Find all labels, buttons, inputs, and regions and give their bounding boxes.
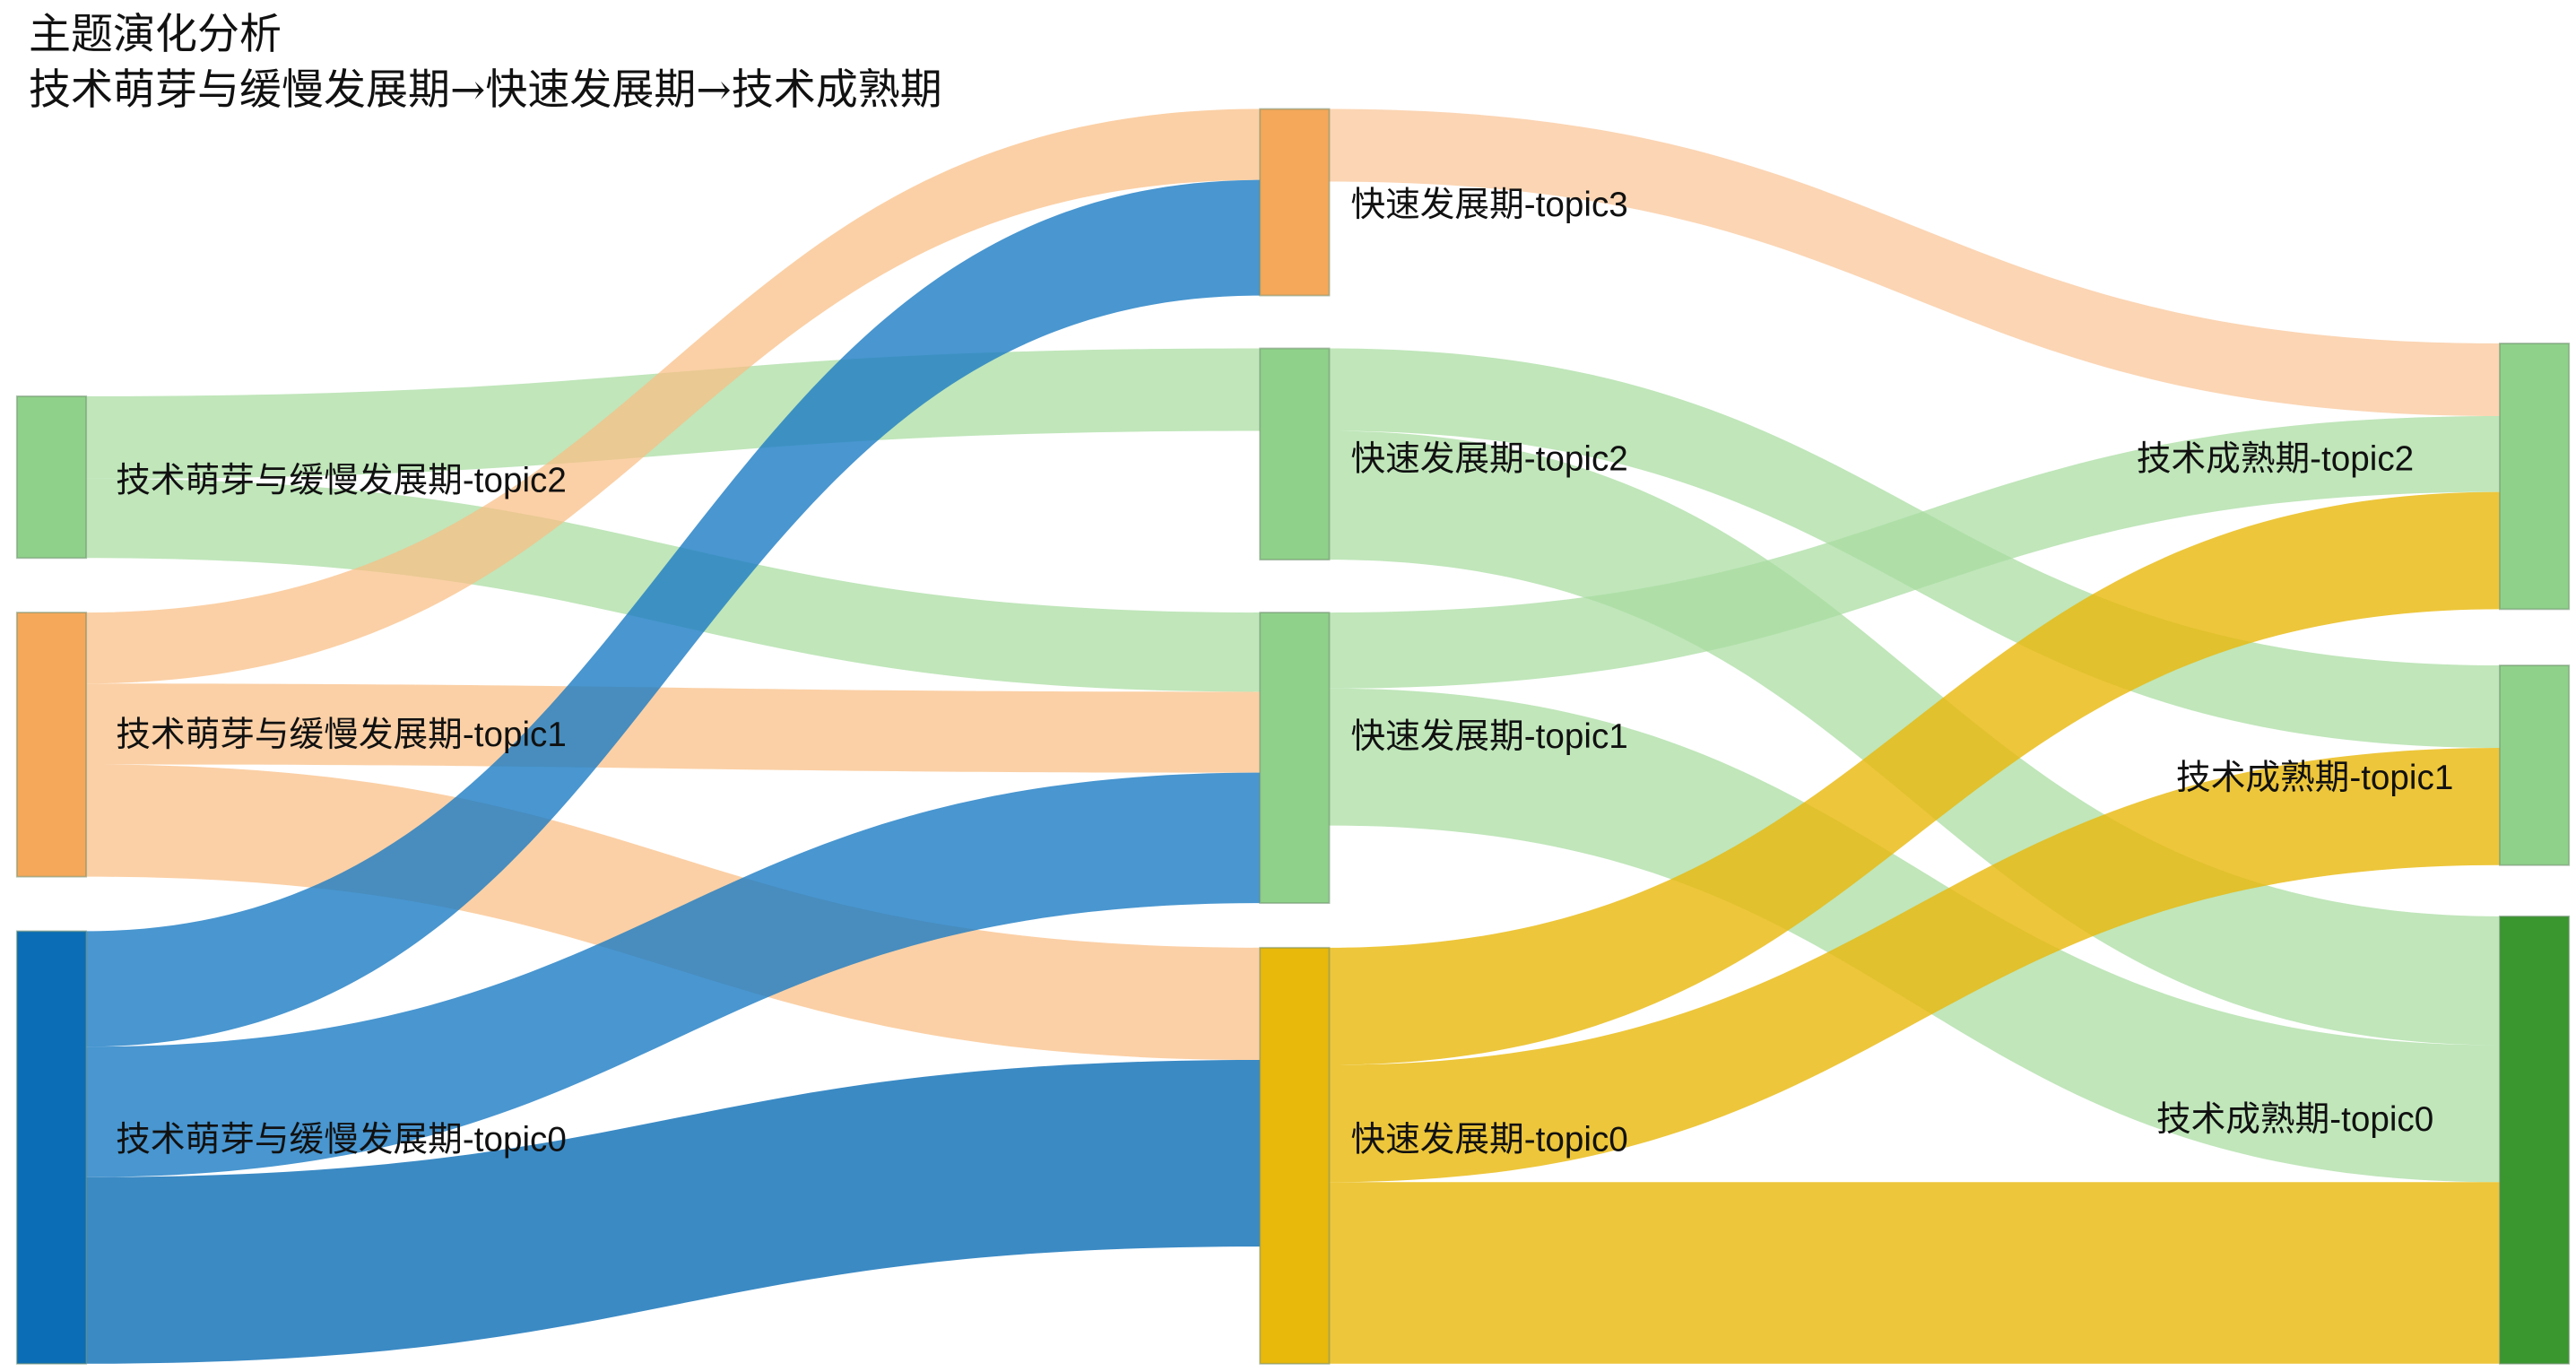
node-r0 (2498, 915, 2571, 1365)
node-m0 (1259, 946, 1331, 1365)
node-m1 (1259, 612, 1331, 905)
node-label-l0: 技术萌芽与缓慢发展期-topic0 (116, 1120, 567, 1159)
node-l1 (15, 612, 88, 878)
link-m0-to-r1 (1329, 748, 2500, 1183)
link-l0-to-m0 (86, 1060, 1261, 1364)
node-label-r2: 技术成熟期-topic2 (2137, 440, 2414, 479)
link-l0-to-m1 (86, 772, 1261, 1177)
node-label-m2: 快速发展期-topic2 (1350, 440, 1627, 479)
node-label-l2: 技术萌芽与缓慢发展期-topic2 (116, 462, 567, 500)
link-m0-to-r0 (1329, 1182, 2500, 1364)
link-l1-to-m1 (86, 683, 1261, 773)
chart-titles: 主题演化分析 技术萌芽与缓慢发展期→快速发展期→技术成熟期 (29, 7, 942, 118)
node-r2 (2498, 343, 2571, 611)
node-m2 (1259, 347, 1331, 561)
sankey-links (86, 109, 2500, 1364)
node-label-r0: 技术成熟期-topic0 (2156, 1100, 2433, 1139)
node-l2 (15, 395, 88, 560)
link-m3-to-r2 (1329, 109, 2500, 416)
link-m1-to-r2 (1329, 415, 2500, 689)
node-label-m3: 快速发展期-topic3 (1350, 186, 1627, 224)
node-label-r1: 技术成熟期-topic1 (2176, 759, 2453, 797)
node-label-m0: 快速发展期-topic0 (1350, 1120, 1627, 1159)
sankey-labels: 技术萌芽与缓慢发展期-topic2 技术萌芽与缓慢发展期-topic1 技术萌芽与缓… (116, 186, 2453, 1159)
node-l0 (15, 930, 88, 1365)
link-l0-to-m3 (86, 179, 1261, 1047)
link-m0-to-r2 (1329, 491, 2500, 1065)
sankey-nodes (15, 108, 2571, 1365)
node-m3 (1259, 108, 1331, 297)
node-label-l1: 技术萌芽与缓慢发展期-topic1 (116, 716, 567, 754)
node-r1 (2498, 664, 2571, 866)
chart-subtitle: 技术萌芽与缓慢发展期→快速发展期→技术成熟期 (29, 65, 942, 115)
chart-title: 主题演化分析 (29, 10, 282, 59)
node-label-m1: 快速发展期-topic1 (1350, 717, 1627, 756)
link-l1-to-m3 (86, 109, 1261, 684)
